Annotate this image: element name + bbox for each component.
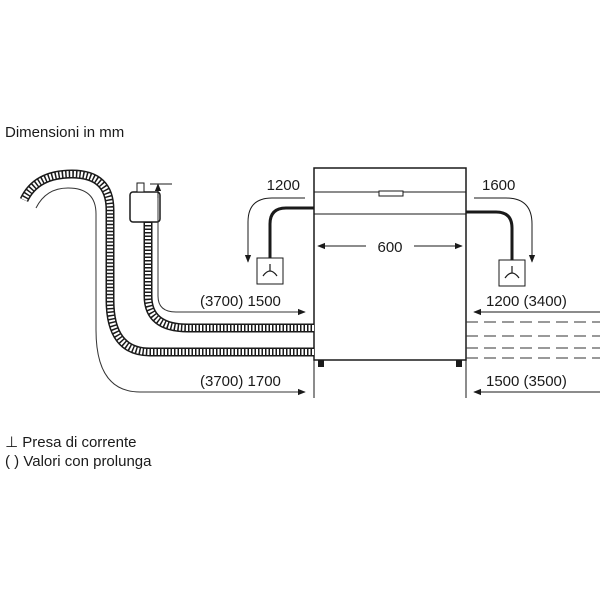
right-hose-routing: 1200 (3400) 1500 (3500) bbox=[466, 293, 600, 396]
drain-hose-left-label: (3700) 1500 bbox=[200, 293, 281, 310]
legend-socket: ⊥ Presa di corrente bbox=[5, 434, 136, 452]
diagram-title: Dimensioni in mm bbox=[5, 124, 125, 141]
legend-extension: ( ) Valori con prolunga bbox=[5, 453, 151, 471]
left-power-cable: 1200 bbox=[244, 177, 314, 285]
extension-legend-label: Valori con prolunga bbox=[23, 453, 152, 470]
drain-hose: (3700) 1500 bbox=[129, 182, 314, 333]
water-hose-left-label: (3700) 1700 bbox=[200, 373, 281, 390]
width-dimension: 600 bbox=[317, 239, 463, 256]
left-socket-label: 1200 bbox=[267, 177, 300, 194]
water-hose-right-label: 1500 (3500) bbox=[486, 373, 567, 390]
right-power-cable: 1600 bbox=[466, 177, 536, 287]
width-label: 600 bbox=[377, 239, 402, 256]
socket-legend-label: Presa di corrente bbox=[22, 434, 137, 451]
extension-symbol: ( ) bbox=[5, 453, 20, 470]
socket-icon: ⊥ bbox=[5, 434, 19, 451]
drain-hose-right-label: 1200 (3400) bbox=[486, 293, 567, 310]
water-hose: (3700) 1700 bbox=[19, 169, 314, 396]
right-socket-label: 1600 bbox=[482, 177, 515, 194]
dishwasher-body bbox=[313, 167, 467, 367]
